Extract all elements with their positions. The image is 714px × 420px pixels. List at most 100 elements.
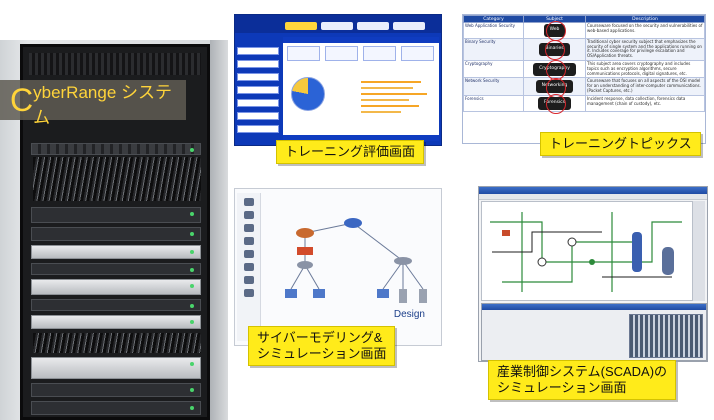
dashboard-band xyxy=(283,37,439,43)
topic-category: Binary Security xyxy=(463,37,524,61)
database-icon xyxy=(243,263,254,271)
link-icon xyxy=(243,289,254,297)
cloud-icon xyxy=(243,276,254,284)
firewall-icon xyxy=(243,211,254,219)
wall xyxy=(210,40,228,420)
server-unit xyxy=(31,299,201,311)
server-node xyxy=(419,289,427,303)
switch-node xyxy=(297,261,313,269)
skill-card xyxy=(401,46,434,61)
dashboard-caption: トレーニング評価画面 xyxy=(276,140,425,164)
server-unit xyxy=(31,245,201,259)
cable-bundle xyxy=(33,333,201,353)
topic-subject: Cryptography xyxy=(523,59,586,80)
skill-card xyxy=(363,46,396,61)
table-row: Web Application Security Web Courseware … xyxy=(463,21,705,42)
switch-node xyxy=(394,257,412,265)
scada-caption-line1: 産業制御システム(SCADA)の xyxy=(497,364,668,379)
topic-description: Incident response, data collection, fore… xyxy=(585,94,705,112)
topics-caption: トレーニングトピックス xyxy=(540,132,701,156)
modeling-caption-line1: サイバーモデリング& xyxy=(257,330,383,345)
sidebar-item xyxy=(237,112,279,120)
topic-category: Cryptography xyxy=(463,59,524,79)
topics-table: Category Subject Description Web Applica… xyxy=(463,15,705,114)
server-unit xyxy=(31,263,201,275)
dashboard-main xyxy=(283,37,439,141)
topic-subject: Forensics xyxy=(523,94,586,114)
server-icon xyxy=(243,237,254,245)
topic-description: Traditional cyber security subject that … xyxy=(585,37,705,61)
router-node xyxy=(296,228,314,238)
topic-description: Courseware that focuses on all aspects o… xyxy=(585,77,705,96)
router-icon xyxy=(243,198,254,206)
sidebar-item xyxy=(237,99,279,107)
sidebar-item xyxy=(237,47,279,55)
switch-icon xyxy=(243,224,254,232)
training-manager-titlebar xyxy=(482,304,706,310)
cyber-modeling-screenshot: Design xyxy=(234,188,442,346)
dashboard-tab xyxy=(285,22,317,30)
topic-description: This subject area covers cryptography an… xyxy=(585,59,705,79)
header-description: Description xyxy=(585,15,705,23)
server-unit xyxy=(31,357,201,379)
sidebar-item xyxy=(237,125,279,133)
dashboard-sidebar xyxy=(237,47,279,138)
server-unit xyxy=(31,279,201,295)
topic-category: Web Application Security xyxy=(463,22,524,39)
dashboard-tab xyxy=(357,22,389,30)
process-flow-svg xyxy=(490,212,682,292)
dashboard-tab xyxy=(321,22,353,30)
modeling-caption-line2: シミュレーション画面 xyxy=(257,346,387,361)
dashboard-topbar xyxy=(235,15,441,33)
score-bar-chart xyxy=(361,77,433,121)
topic-subject-badge: Cryptography xyxy=(533,60,576,80)
valve-symbol xyxy=(589,259,595,265)
server-unit xyxy=(31,207,201,223)
rack-vent xyxy=(29,53,201,75)
topic-subject: Binaries xyxy=(523,37,586,61)
column-vessel xyxy=(632,232,642,272)
component-palette xyxy=(237,193,261,341)
scada-titlebar xyxy=(479,187,707,194)
workstation-node xyxy=(285,289,297,298)
table-row: Binary Security Binaries Traditional cyb… xyxy=(463,37,705,61)
workstation-icon xyxy=(243,250,254,258)
topics-caption-text: トレーニングトピックス xyxy=(549,136,692,151)
scada-menubar xyxy=(479,194,707,200)
sidebar-item xyxy=(237,73,279,81)
control-panel-grid xyxy=(629,314,703,358)
sidebar-item xyxy=(237,86,279,94)
topics-header-row: Category Subject Description xyxy=(463,15,705,23)
skill-card xyxy=(287,46,320,61)
server-unit xyxy=(31,315,201,329)
cable-bundle xyxy=(33,157,201,201)
header-category: Category xyxy=(463,15,524,23)
score-bar xyxy=(361,99,409,101)
topic-subject-badge: Forensics xyxy=(538,94,571,114)
topic-subject-badge: Networking xyxy=(535,77,574,98)
training-manager-window xyxy=(481,303,707,361)
dashboard-tab xyxy=(393,22,425,30)
table-row: Forensics Forensics Incident response, d… xyxy=(463,94,705,114)
topic-category: Forensics xyxy=(463,94,524,112)
process-diagram xyxy=(481,201,693,301)
topic-subject-badge: Web xyxy=(543,21,566,42)
score-bar xyxy=(361,111,401,113)
scada-caption: 産業制御システム(SCADA)の シミュレーション画面 xyxy=(488,360,677,400)
score-bar xyxy=(361,87,413,89)
scada-side-panel xyxy=(693,201,705,301)
dashboard-footer-band xyxy=(283,135,439,141)
system-title-banner: C yberRange システム xyxy=(0,80,186,127)
network-switch xyxy=(31,143,201,155)
heater-symbol xyxy=(502,230,510,236)
server-unit xyxy=(31,401,201,415)
scada-simulation-screenshot xyxy=(478,186,708,362)
table-row: Network Security Networking Courseware t… xyxy=(463,77,705,98)
topic-subject: Web xyxy=(523,21,586,42)
workstation-node xyxy=(377,289,389,298)
skill-card xyxy=(325,46,358,61)
network-topology-diagram xyxy=(285,218,427,303)
training-topics-screenshot: Category Subject Description Web Applica… xyxy=(462,14,706,144)
table-row: Cryptography Cryptography This subject a… xyxy=(463,59,705,80)
